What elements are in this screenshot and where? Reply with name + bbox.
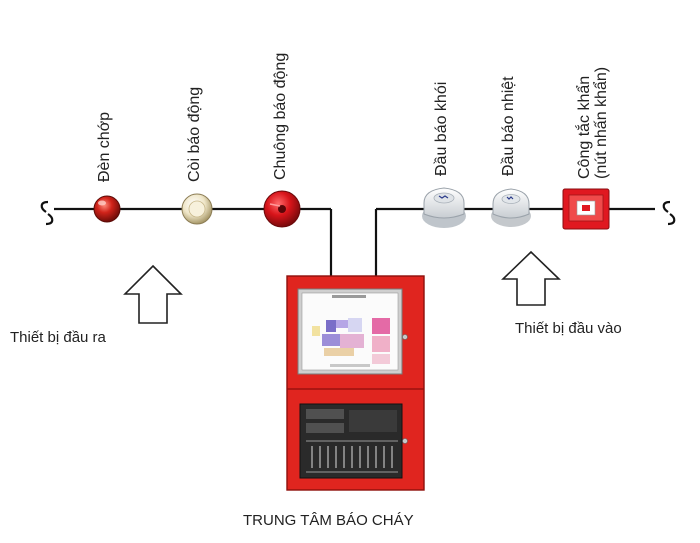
left-wire-squiggle (40, 200, 54, 226)
siren-icon (181, 193, 213, 225)
right-wire-squiggle (662, 200, 676, 226)
strobe-light-icon (93, 195, 121, 223)
label-siren: Còi báo động (186, 86, 203, 182)
alarm-bell-icon (263, 190, 301, 228)
label-control-panel: TRUNG TÂM BÁO CHÁY (243, 512, 414, 529)
label-input-devices: Thiết bị đầu vào (515, 320, 622, 337)
label-manual-call-point-line1: Công tắc khẩn (576, 75, 593, 179)
output-arrow-icon (123, 264, 183, 324)
fire-alarm-panel-icon (286, 275, 425, 491)
label-strobe-light: Đèn chớp (96, 111, 113, 182)
label-manual-call-point-line2: (nút nhấn khẩn) (593, 66, 610, 179)
label-alarm-bell: Chuông báo động (272, 52, 289, 180)
heat-detector-icon (491, 188, 531, 227)
label-manual-call-point: Công tắc khẩn (nút nhấn khẩn) (576, 67, 610, 179)
manual-call-point-icon (562, 188, 610, 230)
label-smoke-detector: Đầu báo khói (433, 81, 450, 176)
input-arrow-icon (501, 250, 561, 306)
label-output-devices: Thiết bị đầu ra (10, 329, 106, 346)
smoke-detector-icon (422, 187, 466, 228)
label-heat-detector: Đầu báo nhiệt (500, 76, 517, 176)
